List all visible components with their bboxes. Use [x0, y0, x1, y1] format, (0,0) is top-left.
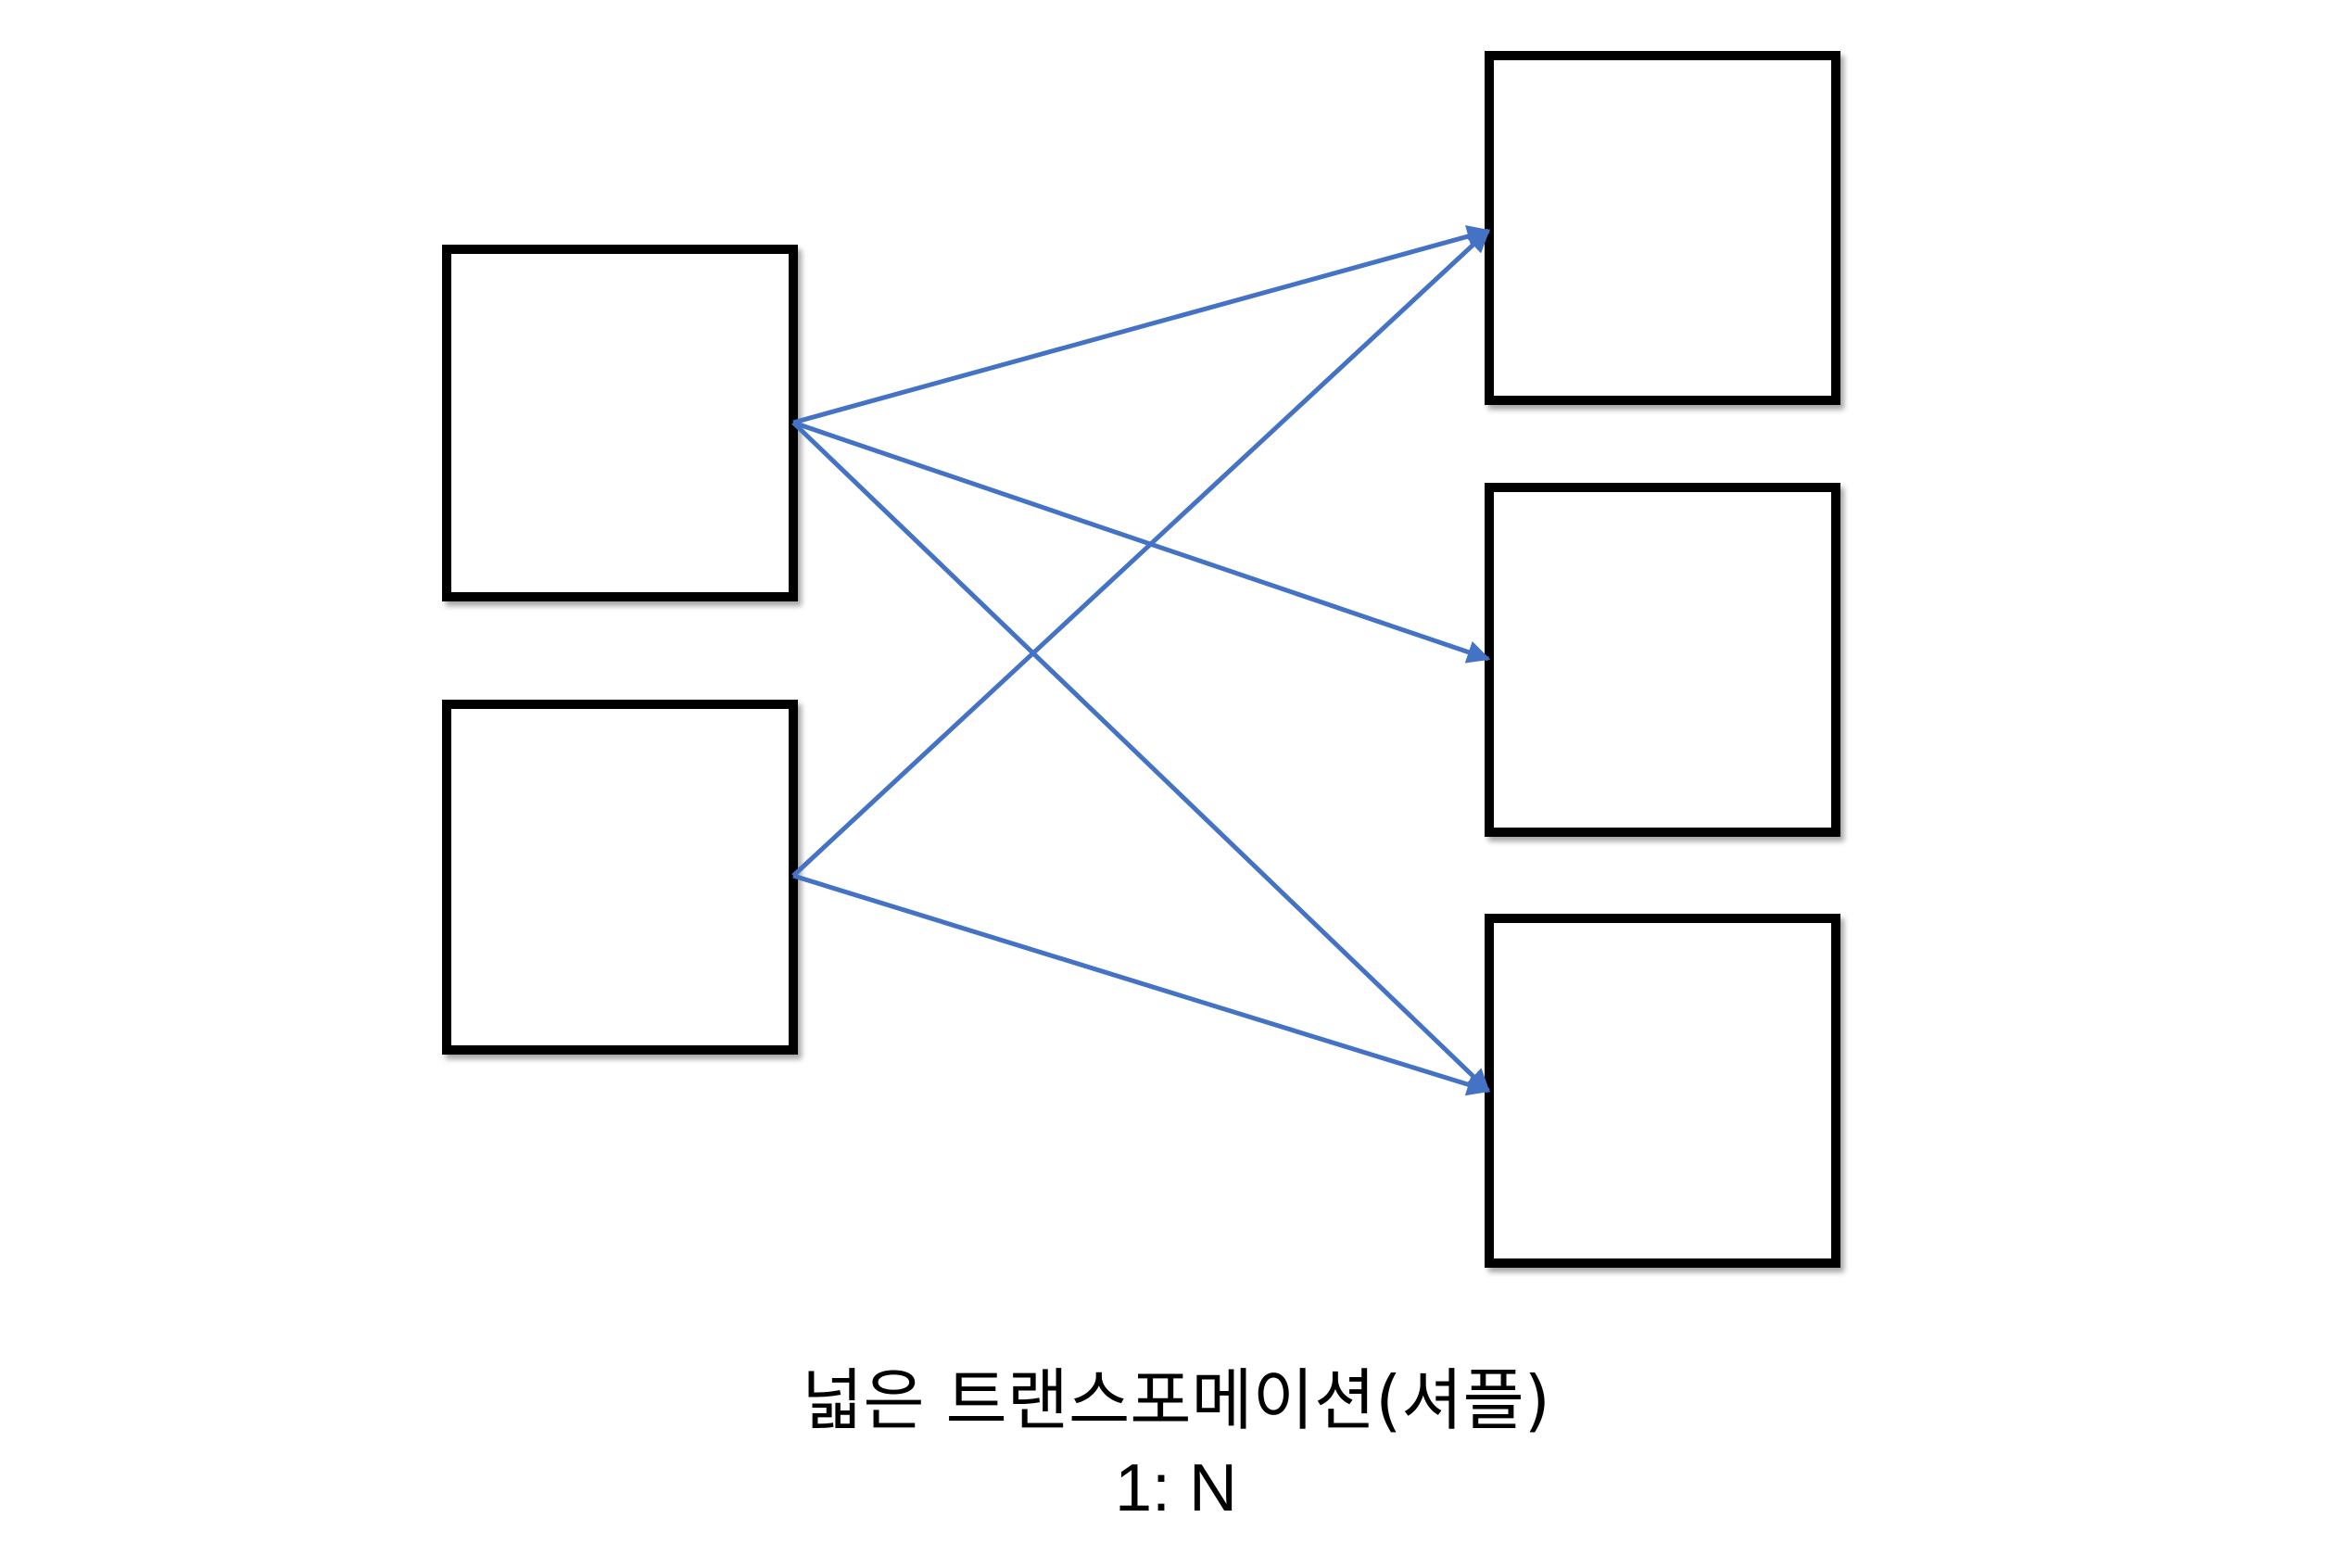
right-partition-1: [1485, 51, 1840, 405]
caption-title: 넓은 트랜스포메이션(셔플): [802, 1361, 1550, 1439]
right-partition-2: [1485, 483, 1840, 837]
right-partition-3: [1485, 914, 1840, 1268]
arrow-left1-to-right1: [792, 224, 1491, 425]
left-partition-2: [442, 700, 798, 1055]
left-partition-1: [442, 245, 798, 601]
arrow-left2-to-right3: [792, 873, 1491, 1096]
arrow-left2-to-right1: [791, 229, 1490, 878]
arrow-left1-to-right2: [792, 420, 1491, 664]
caption-ratio: 1: N: [1114, 1451, 1238, 1525]
arrow-left1-to-right3: [791, 421, 1490, 1093]
